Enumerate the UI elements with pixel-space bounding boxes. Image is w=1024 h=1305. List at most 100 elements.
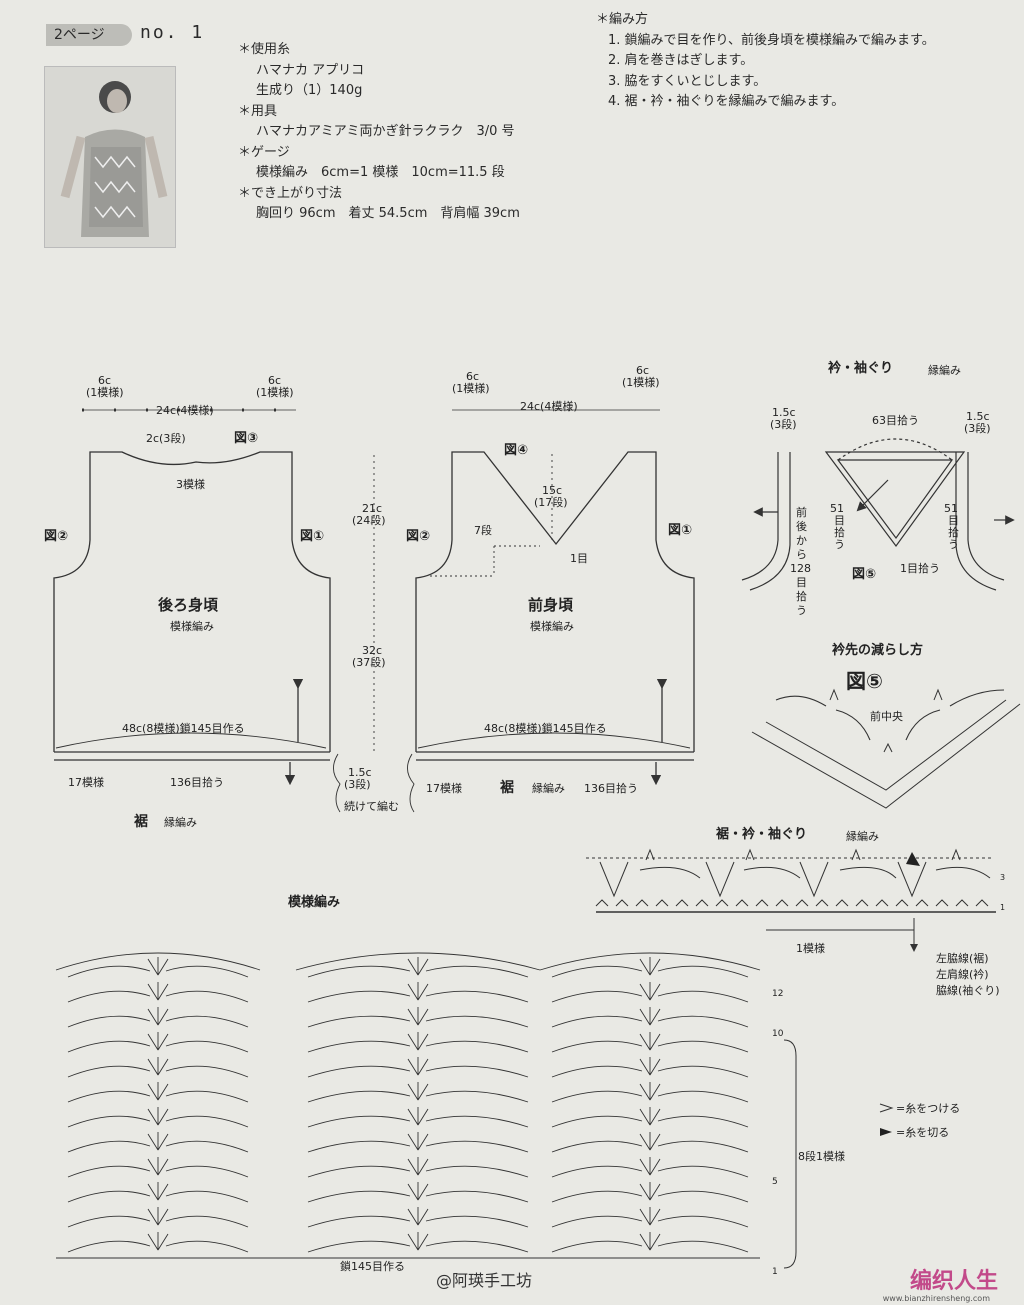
front-top-right-sub: (1模様) [622, 375, 660, 389]
materials-list: ＊使用糸 ハマナカ アプリコ 生成り（1）140g ＊用具 ハマナカアミアミ両か… [238, 40, 520, 225]
pattern-stitches [55, 952, 761, 1259]
back-fig2-label: 図② [44, 529, 68, 544]
back-body-schematic [53, 408, 375, 786]
front-hem-right: 136目拾う [584, 781, 638, 795]
front-fig2-label: 図② [406, 529, 430, 544]
v-depth-sub: (17段) [534, 495, 568, 509]
pattern-row: 10 [772, 1029, 784, 1039]
collar-left-sub: (3段) [770, 417, 797, 431]
front-top-left: 6c [466, 370, 479, 383]
v-depth: 15c [542, 484, 562, 497]
collar-fig5: 図⑤ [852, 567, 876, 582]
method-step: 3. 脇をすくいとじします。 [608, 73, 767, 89]
armhole-note: う [796, 604, 807, 617]
brand-watermark: 编织人生 [909, 1269, 998, 1294]
seam-note: 左肩線(衿) [936, 967, 989, 981]
method-list: ＊編み方 1. 鎖編みで目を作り、前後身頃を模様編みで編みます。 2. 肩を巻き… [596, 10, 935, 113]
one-stitch: 1目 [570, 552, 588, 565]
spec-line: ハマナカ アプリコ [256, 62, 365, 78]
front-subtitle: 模様編み [530, 619, 574, 633]
spec-heading: ＊用具 [238, 103, 278, 119]
hem-dim-sub: (3段) [344, 777, 371, 791]
front-top-left-sub: (1模様) [452, 381, 490, 395]
legend-cut: =糸を切る [896, 1126, 949, 1139]
armhole-note: か [796, 534, 807, 547]
fig3-label: 図③ [234, 431, 258, 446]
back-hem-left: 17模様 [68, 775, 104, 789]
collar-title: 衿・袖ぐり [828, 360, 893, 376]
seam-note: 脇線(袖ぐり) [936, 983, 1000, 997]
brand-url: www.bianzhirensheng.com [882, 1294, 990, 1303]
pattern-repeat: 8段1模様 [798, 1149, 845, 1163]
upper-dim: 21c [362, 502, 382, 515]
front-hem-label: 裾 [500, 779, 514, 796]
collar-right: 1.5c [966, 410, 990, 423]
method-step: 1. 鎖編みで目を作り、前後身頃を模様編みで編みます。 [608, 32, 935, 48]
method-step: 4. 裾・衿・袖ぐりを縁編みで編みます。 [608, 94, 845, 109]
pattern-row: 12 [772, 989, 783, 999]
fig4-label: 図④ [504, 443, 528, 458]
back-hem-sub: 縁編み [164, 815, 197, 829]
pattern-chart [55, 952, 761, 1259]
front-hem-sub: 縁編み [532, 781, 565, 795]
front-top-mid: 24c(4模様) [520, 399, 578, 413]
front-hem-left: 17模様 [426, 781, 462, 795]
back-title: 後ろ身頃 [157, 596, 219, 614]
back-top-left: 6c [98, 374, 111, 387]
spec-line: 胸回り 96cm 着丈 54.5cm 背肩幅 39cm [256, 206, 520, 221]
pattern-row: 5 [772, 1177, 778, 1187]
spec-line: 生成り（1）140g [256, 83, 363, 98]
back-neck-depth: 2c(3段) [146, 431, 186, 445]
collar-side-right: 拾 [948, 525, 959, 539]
front-body-schematic [333, 409, 695, 813]
spec-heading: ＊ゲージ [238, 144, 290, 160]
collar-side-left: 51 [830, 502, 844, 515]
collar-left: 1.5c [772, 406, 796, 419]
continue-note: 続けて編む [344, 799, 399, 813]
lower-dim: 32c [362, 644, 382, 657]
legend-attach: =糸をつける [896, 1102, 960, 1115]
lower-dim-sub: (37段) [352, 655, 386, 669]
back-top-left-sub: (1模様) [86, 385, 124, 399]
hem-dim: 1.5c [348, 766, 372, 779]
armhole-note: 後 [796, 519, 807, 533]
armhole-note: ら [796, 548, 807, 561]
edging-title: 裾・衿・袖ぐり [716, 826, 807, 842]
collar-side-right: う [948, 538, 959, 551]
back-top-right: 6c [268, 374, 281, 387]
back-top-right-sub: (1模様) [256, 385, 294, 399]
collar-side-left: う [834, 538, 845, 551]
front-top-right: 6c [636, 364, 649, 377]
collar-schematic [741, 438, 1015, 591]
armhole-note: 目 [796, 576, 807, 589]
attach-yarn-icon [879, 1103, 894, 1113]
seam-note: 左脇線(裾) [936, 951, 989, 965]
back-base: 48c(8模様)鎖145目作る [122, 721, 245, 735]
pattern-base: 鎖145目作る [340, 1259, 405, 1273]
edging-row: 1 [1000, 903, 1005, 912]
collar-top: 63目拾う [872, 413, 919, 427]
seven-rows: 7段 [474, 523, 492, 537]
cut-yarn-marker [906, 852, 920, 866]
spec-heading: ＊使用糸 [238, 42, 291, 57]
collar-one-st: 1目拾う [900, 561, 940, 575]
decrease-chart [751, 688, 1021, 809]
armhole-note: 128 [790, 562, 811, 575]
edging-repeat: 1模様 [796, 941, 825, 955]
back-hem-right: 136目拾う [170, 775, 224, 789]
page-number: no. 1 [140, 22, 205, 43]
model-photo [44, 66, 176, 248]
decrease-fig: 図⑤ [846, 669, 883, 693]
upper-dim-sub: (24段) [352, 513, 386, 527]
collar-right-sub: (3段) [964, 421, 991, 435]
decrease-center: 前中央 [870, 709, 903, 723]
repeat-bracket [783, 1039, 797, 1269]
back-neck-pattern: 3模様 [176, 477, 205, 491]
spec-heading: ＊でき上がり寸法 [238, 185, 343, 201]
collar-sub: 縁編み [928, 363, 961, 377]
armhole-note: 拾 [796, 589, 807, 603]
front-title: 前身頃 [528, 596, 574, 614]
edging-sub: 縁編み [846, 829, 879, 843]
back-subtitle: 模様編み [170, 619, 214, 633]
